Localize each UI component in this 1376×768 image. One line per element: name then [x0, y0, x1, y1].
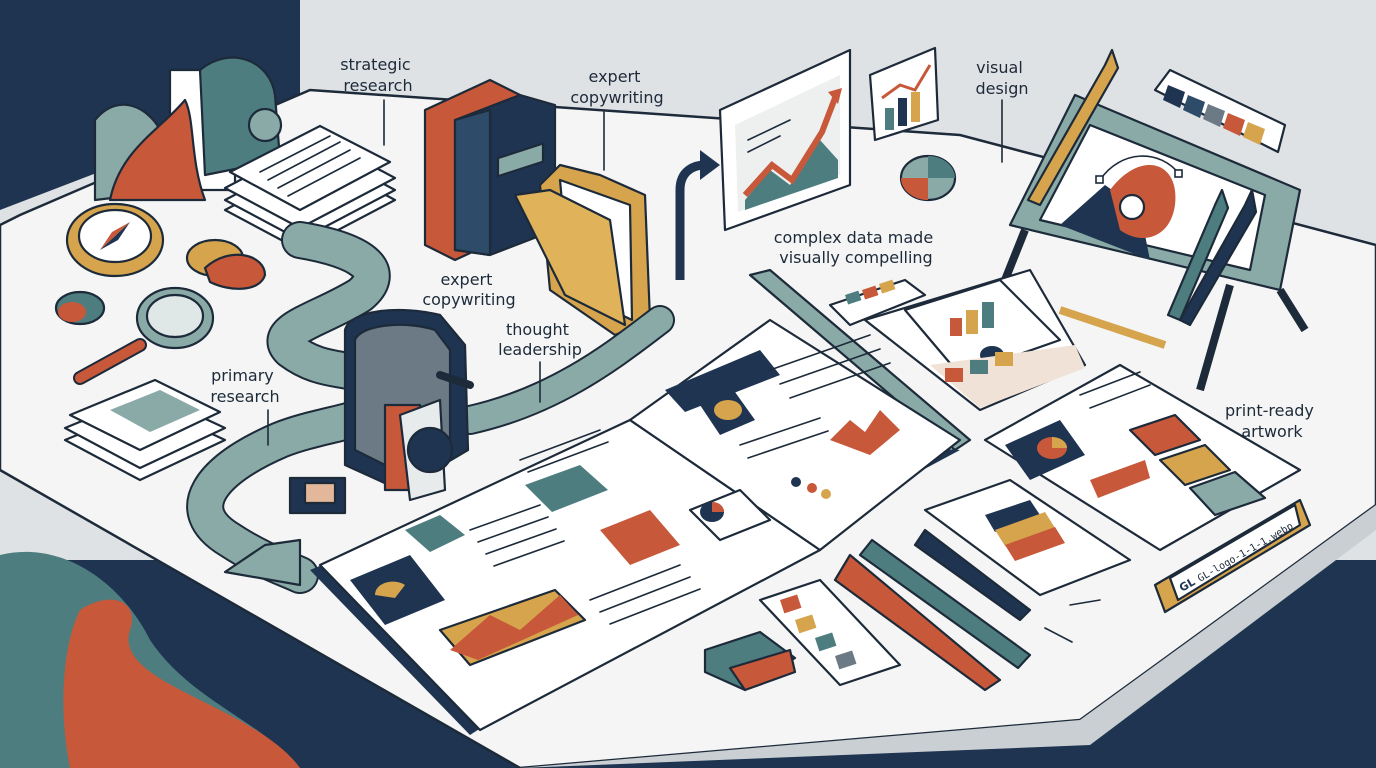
label-strategic-research: strategic research	[340, 55, 416, 95]
eraser-icon	[703, 630, 797, 692]
pencils-icon	[1026, 48, 1258, 327]
pens-icon	[833, 528, 1032, 692]
decor-pebble-orange	[203, 253, 267, 290]
right-brochure	[983, 363, 1302, 552]
magnifier-icon	[73, 286, 215, 385]
label-primary-research: primary research	[210, 366, 279, 406]
bar-card-lower	[923, 478, 1132, 597]
open-brochure	[310, 318, 962, 735]
pie-chart-icon	[899, 154, 957, 202]
workflow-path-arrowhead	[223, 538, 302, 587]
ruler-stick	[748, 268, 972, 452]
data-report-cards	[828, 268, 1087, 412]
guide-line	[1069, 599, 1101, 606]
swatch-card	[758, 578, 902, 687]
paper-cards	[63, 378, 227, 482]
dark-corner-left	[0, 0, 300, 210]
line-chart-board	[718, 48, 852, 232]
compass-icon	[65, 202, 165, 278]
decor-blob-orange	[63, 599, 300, 768]
guide-line	[1044, 627, 1073, 643]
label-print-ready-artwork: print-ready artwork	[1225, 401, 1319, 441]
decor-pebble-red	[58, 302, 86, 322]
label-visual-design: visual design	[975, 58, 1028, 98]
bar-chart-card	[868, 46, 940, 142]
printing-machine-icon	[288, 308, 474, 515]
label-complex-data: complex data made visually compelling	[774, 228, 939, 267]
folder-icon	[513, 163, 652, 337]
label-thought-leadership: thought leadership	[498, 320, 582, 359]
label-expert-copywriting-top: expert copywriting	[570, 67, 663, 107]
label-expert-copywriting-mid: expert copywriting	[422, 270, 515, 309]
document-stack	[223, 124, 397, 252]
plant-shapes	[93, 56, 283, 202]
color-swatch-strip	[1153, 68, 1287, 154]
